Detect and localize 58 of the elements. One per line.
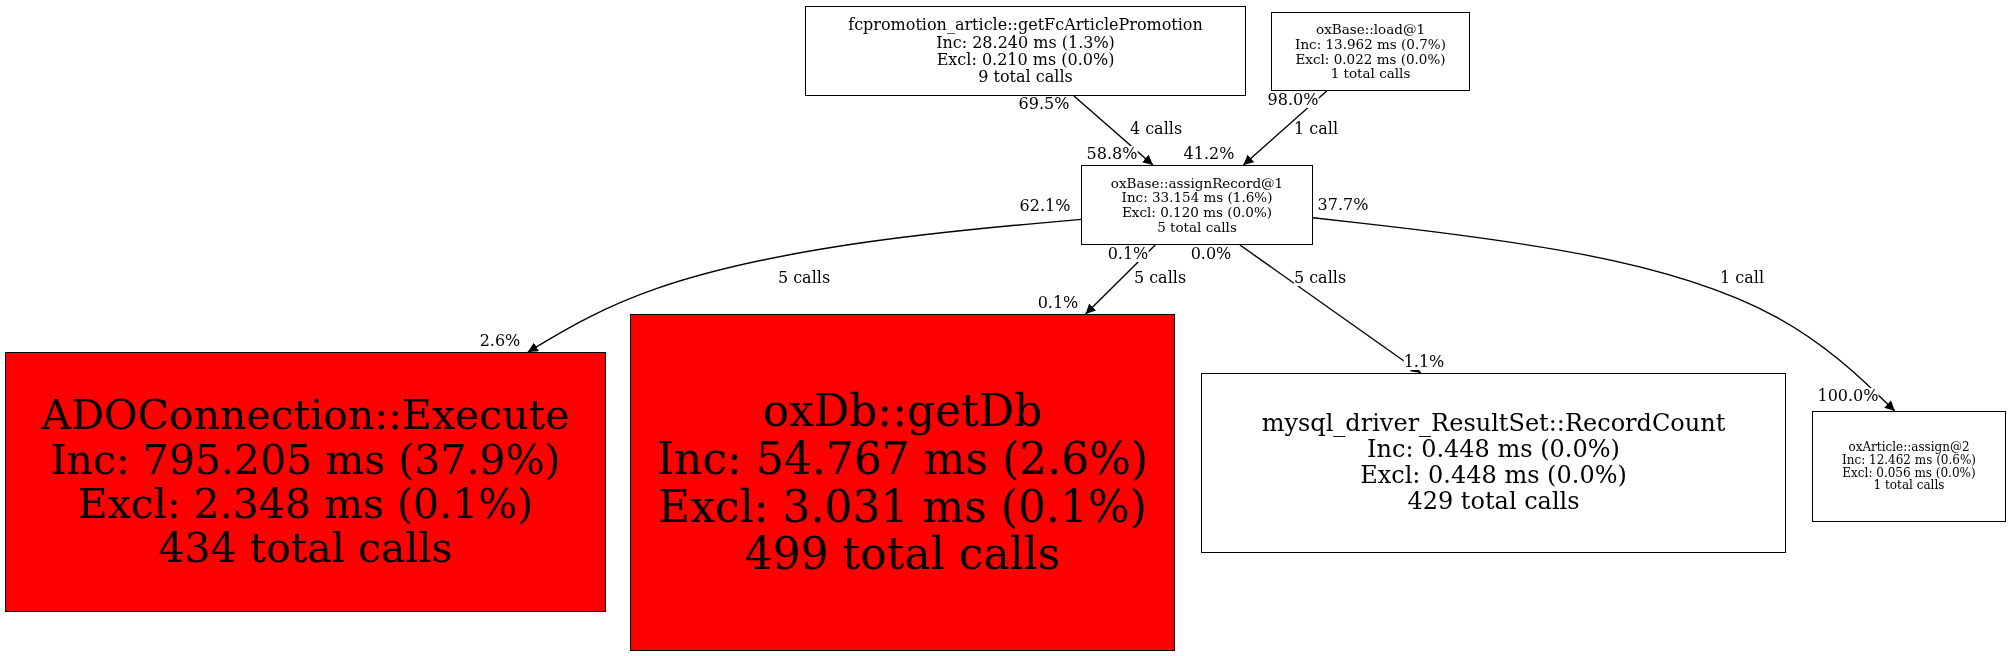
function-name: mysql_driver_ResultSet::RecordCount (1261, 411, 1726, 438)
function-box (1812, 411, 2006, 522)
call-count: 499 total calls (744, 530, 1061, 578)
call-arrow (1312, 217, 1896, 412)
edge-label: 5 calls (1293, 270, 1347, 286)
call-arrow (1242, 90, 1328, 166)
call-count: 429 total calls (1407, 488, 1580, 515)
edge-label: 5 calls (1133, 270, 1187, 286)
function-box (1201, 373, 1786, 553)
call-count: 5 total calls (1157, 219, 1237, 235)
percentage-label: 0.0% (1190, 246, 1232, 262)
edge-label: 5 calls (777, 270, 831, 286)
percentage-label: 0.1% (1107, 246, 1149, 262)
function-box (5, 352, 606, 612)
inclusive-time: Inc: 13.962 ms (0.7%) (1295, 36, 1446, 52)
function-box (1271, 12, 1470, 91)
percentage-label: 58.8% (1086, 146, 1138, 162)
call-count: 434 total calls (158, 526, 453, 571)
function-box (805, 6, 1246, 96)
inclusive-time: Inc: 54.767 ms (2.6%) (656, 435, 1149, 483)
edge-label: 4 calls (1129, 121, 1183, 137)
exclusive-time: Excl: 0.056 ms (0.0%) (1842, 466, 1976, 480)
inclusive-time: Inc: 33.154 ms (1.6%) (1121, 190, 1273, 205)
inclusive-time: Inc: 28.240 ms (1.3%) (936, 33, 1115, 51)
call-count: 1 total calls (1330, 66, 1411, 81)
edge-label: 1 call (1294, 121, 1338, 137)
percentage-label: 0.1% (1037, 295, 1079, 311)
call-arrow (527, 218, 1082, 353)
call-count: 1 total calls (1873, 479, 1945, 493)
function-name: oxArticle::assign@2 (1848, 440, 1970, 454)
exclusive-time: Excl: 0.120 ms (0.0%) (1122, 205, 1272, 220)
function-box (630, 314, 1175, 651)
percentage-label: 98.0% (1267, 92, 1319, 108)
edge-label: 1 call (1720, 270, 1764, 286)
exclusive-time: Excl: 3.031 ms (0.1%) (658, 482, 1147, 530)
function-box (1081, 165, 1313, 245)
inclusive-time: Inc: 0.448 ms (0.0%) (1367, 437, 1620, 463)
percentage-label: 1.1% (1403, 354, 1445, 370)
inclusive-time: Inc: 12.462 ms (0.6%) (1841, 453, 1977, 467)
inclusive-time: Inc: 795.205 ms (37.9%) (50, 437, 561, 482)
exclusive-time: Excl: 0.022 ms (0.0%) (1295, 51, 1446, 67)
exclusive-time: Excl: 2.348 ms (0.1%) (77, 482, 534, 527)
function-name: fcpromotion_article::getFcArticlePromotion (848, 16, 1203, 34)
percentage-label: 37.7% (1317, 197, 1369, 213)
function-name: oxBase::assignRecord@1 (1110, 175, 1284, 191)
call-arrow (1239, 244, 1422, 374)
percentage-label: 69.5% (1018, 96, 1070, 112)
exclusive-time: Excl: 0.210 ms (0.0%) (936, 51, 1115, 69)
percentage-label: 2.6% (479, 333, 521, 349)
function-name: oxDb::getDb (762, 387, 1043, 435)
percentage-label: 62.1% (1019, 198, 1071, 214)
call-arrow (1073, 95, 1154, 166)
function-name: ADOConnection::Execute (41, 393, 570, 438)
function-name: oxBase::load@1 (1316, 22, 1425, 37)
percentage-label: 41.2% (1183, 146, 1235, 162)
call-count: 9 total calls (978, 68, 1073, 86)
percentage-label: 100.0% (1817, 388, 1879, 404)
exclusive-time: Excl: 0.448 ms (0.0%) (1360, 463, 1627, 489)
